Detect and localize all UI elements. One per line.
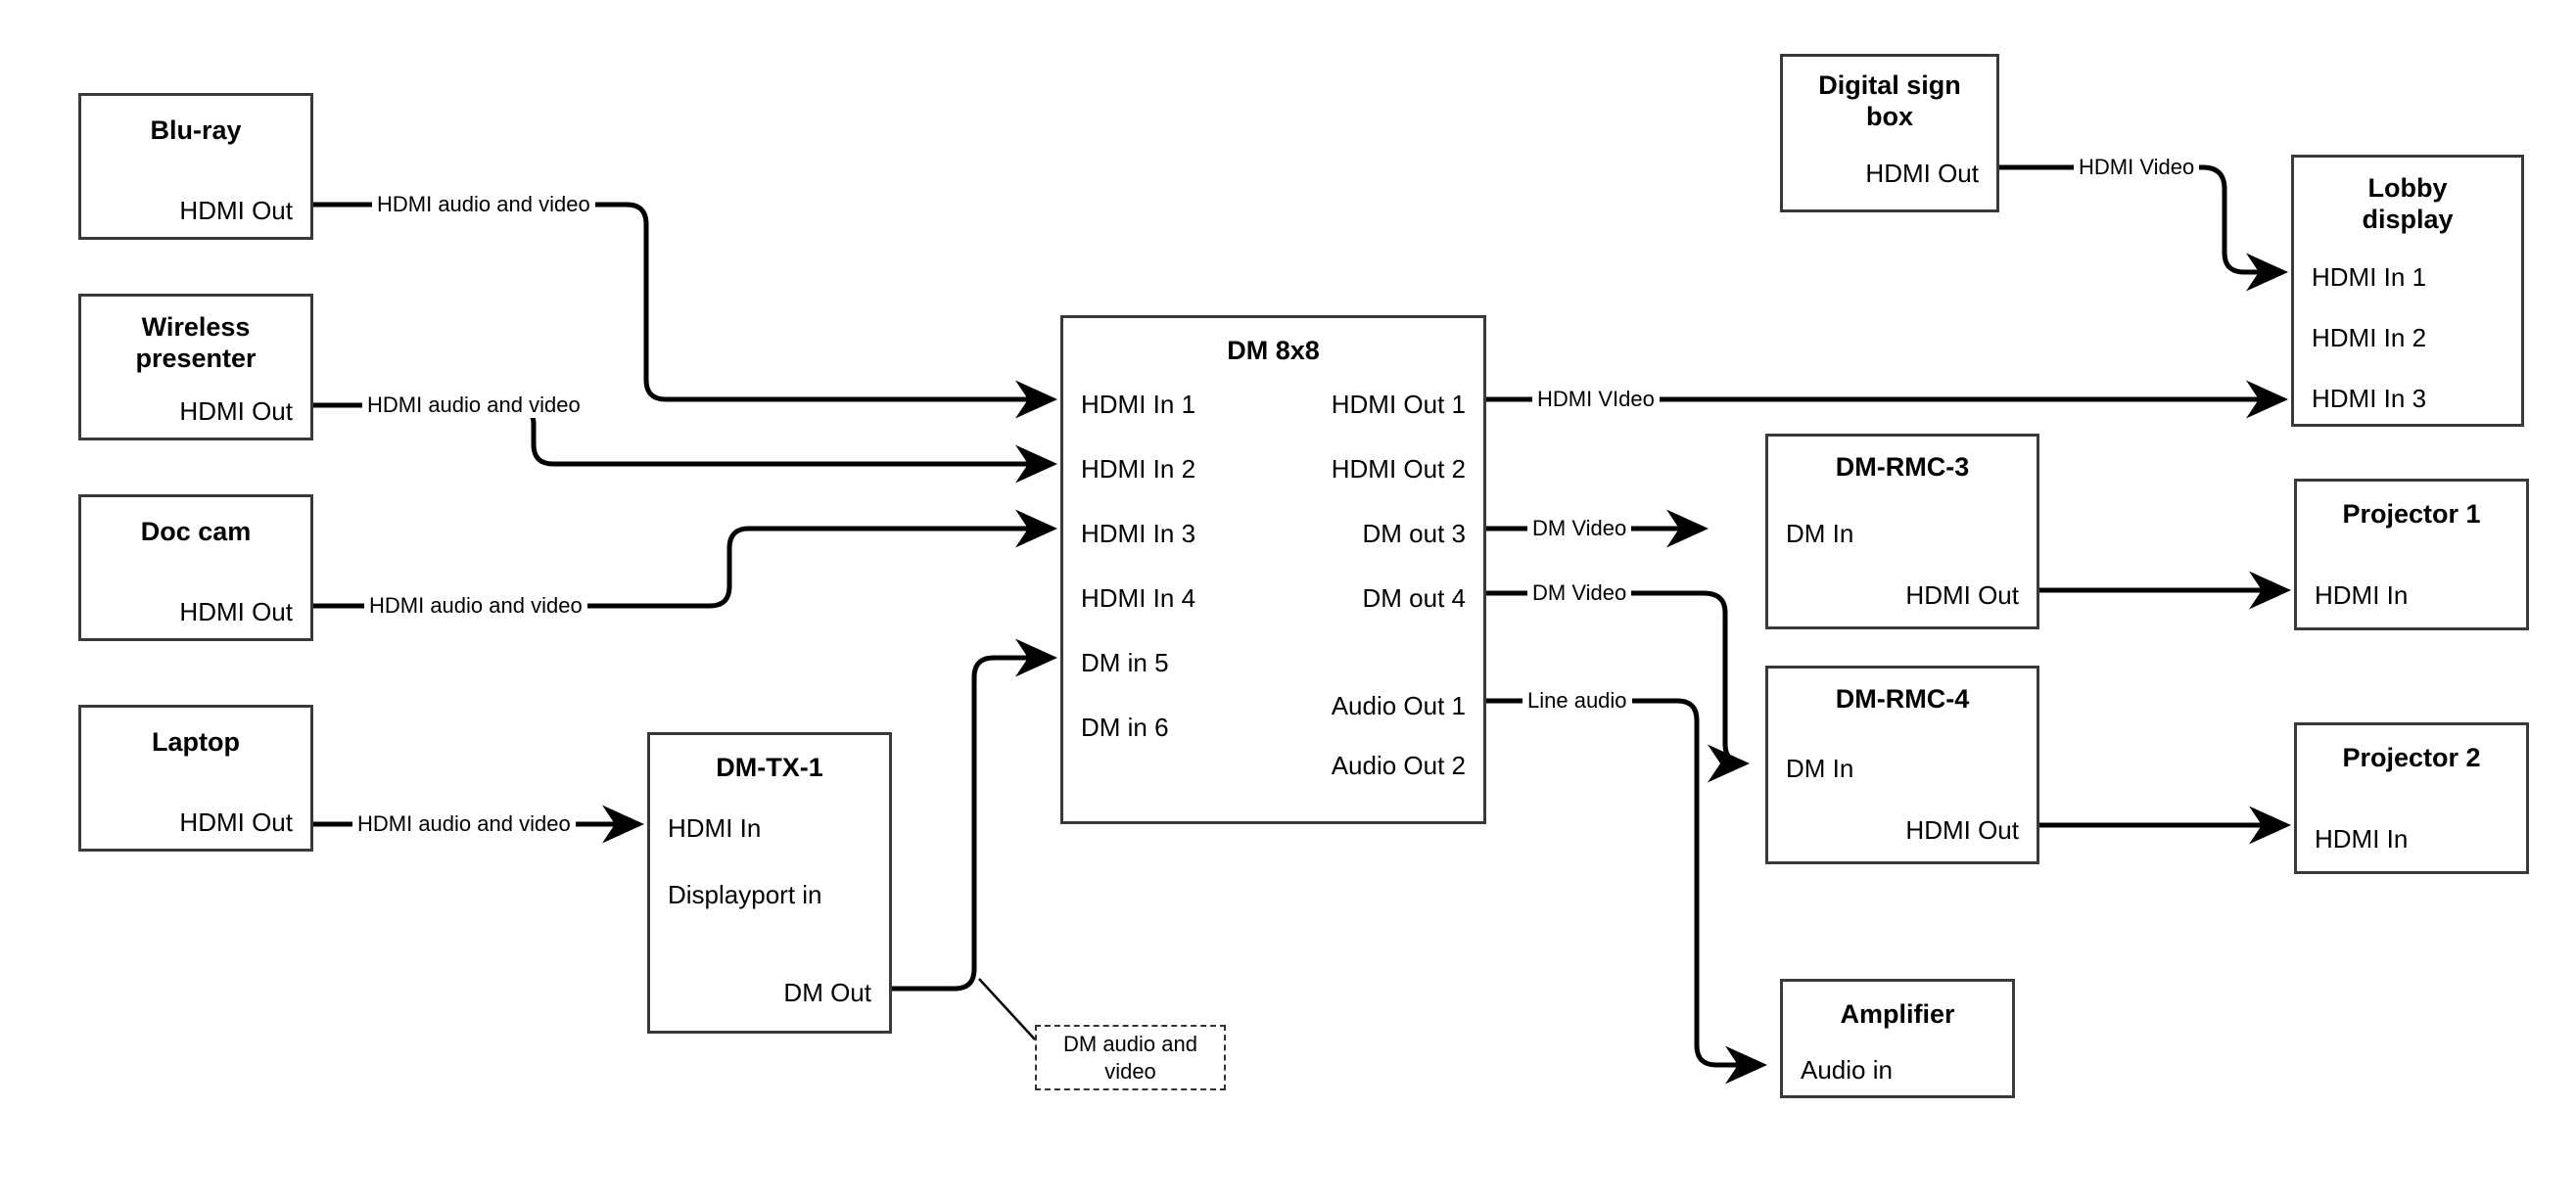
port-hdmi-in-3: HDMI In 3 [2312,384,2427,413]
node-title-line-2: presenter [135,344,257,373]
port-hdmi-in: HDMI In [2315,580,2409,610]
edge-label-signbox-to-lobby: HDMI Video [2074,155,2200,180]
node-title: DM-RMC-4 [1835,684,1970,714]
port-hdmi-out: HDMI Out [1905,815,2019,845]
node-title: Doc cam [140,517,252,546]
edge-label-laptop-to-dmtx: HDMI audio and video [352,811,576,837]
node-dm-tx-1[interactable]: DM-TX-1 HDMI In Displayport in DM Out [647,732,892,1034]
port-hdmi-out: HDMI Out [1865,159,1979,188]
edge-label-dm-out4-to-rmc4: DM Video [1527,580,1632,606]
node-doc-cam[interactable]: Doc cam HDMI Out [78,494,313,641]
node-title: Blu-ray [150,115,242,145]
node-title: DM-RMC-3 [1835,452,1970,482]
node-title: DM 8x8 [1227,336,1320,365]
port-dm-in-5: DM in 5 [1081,648,1169,677]
port-displayport-in: Displayport in [668,880,822,909]
node-title: Laptop [152,727,240,757]
node-digital-sign-box[interactable]: Digital sign box HDMI Out [1780,54,1999,212]
node-title-line-2: display [2362,205,2454,234]
port-hdmi-in: HDMI In [668,813,762,843]
edge-label-doccam-to-hdmi-in3: HDMI audio and video [364,593,587,619]
port-hdmi-in-1: HDMI In 1 [2312,262,2427,292]
node-title-line-2: box [1865,102,1913,131]
edge-label-hdmi-out1-to-lobby: HDMI VIdeo [1532,387,1660,412]
node-projector-2[interactable]: Projector 2 HDMI In [2294,722,2529,874]
wire-audio-out1-to-amplifier [1486,698,1768,1085]
port-hdmi-out: HDMI Out [179,808,293,837]
node-title: Projector 1 [2342,499,2481,529]
node-laptop[interactable]: Laptop HDMI Out [78,705,313,852]
edge-label-audio-out1-to-amplifier: Line audio [1522,688,1632,714]
node-title-line-1: Wireless [141,312,251,342]
port-hdmi-in-3: HDMI In 3 [1081,519,1196,548]
wire-bluray-to-hdmi-in1 [313,202,1058,419]
port-hdmi-out-2: HDMI Out 2 [1331,454,1466,484]
edge-label-wireless-to-hdmi-in2: HDMI audio and video [362,393,585,418]
node-title-line-1: Digital sign [1818,70,1961,100]
port-audio-out-1: Audio Out 1 [1331,691,1466,720]
port-hdmi-out: HDMI Out [179,396,293,426]
node-blu-ray[interactable]: Blu-ray HDMI Out [78,93,313,240]
port-hdmi-in-2: HDMI In 2 [2312,323,2427,352]
port-dm-in-6: DM in 6 [1081,713,1169,742]
port-dm-out: DM Out [783,978,871,1007]
port-hdmi-in-2: HDMI In 2 [1081,454,1196,484]
callout-text: DM audio and video [1063,1032,1197,1084]
port-hdmi-out: HDMI Out [179,196,293,225]
node-wireless-presenter[interactable]: Wireless presenter HDMI Out [78,294,313,440]
node-title: Amplifier [1840,999,1955,1029]
wire-dmtx-to-dm-in5 [892,638,1058,992]
edge-label-bluray-to-hdmi-in1: HDMI audio and video [372,192,595,217]
port-dm-in: DM In [1786,519,1854,548]
port-dm-out-3: DM out 3 [1362,519,1467,548]
edge-label-dm-out3-to-rmc3: DM Video [1527,516,1632,541]
wire-signbox-to-lobby-in1 [1999,164,2289,292]
port-audio-out-2: Audio Out 2 [1331,751,1466,780]
node-amplifier[interactable]: Amplifier Audio in [1780,979,2015,1098]
node-dm-rmc-4[interactable]: DM-RMC-4 DM In HDMI Out [1765,666,2039,864]
callout-leader-line [978,978,1036,1040]
node-title-line-1: Lobby [2367,173,2448,203]
node-title: Projector 2 [2342,743,2481,772]
node-dm-rmc-3[interactable]: DM-RMC-3 DM In HDMI Out [1765,434,2039,629]
port-audio-in: Audio in [1801,1055,1893,1085]
node-lobby-display[interactable]: Lobby display HDMI In 1 HDMI In 2 HDMI I… [2291,155,2524,427]
port-dm-in: DM In [1786,754,1854,783]
port-dm-out-4: DM out 4 [1362,583,1467,613]
port-hdmi-out-1: HDMI Out 1 [1331,390,1466,419]
node-projector-1[interactable]: Projector 1 HDMI In [2294,479,2529,630]
port-hdmi-out: HDMI Out [1905,580,2019,610]
node-title: DM-TX-1 [716,753,823,782]
port-hdmi-in: HDMI In [2315,824,2409,854]
callout-dm-audio-and-video: DM audio and video [1035,1025,1226,1090]
port-hdmi-in-1: HDMI In 1 [1081,390,1196,419]
port-hdmi-in-4: HDMI In 4 [1081,583,1196,613]
node-dm-8x8[interactable]: DM 8x8 HDMI In 1 HDMI In 2 HDMI In 3 HDM… [1060,315,1486,824]
wire-dm-out4-to-rmc4 [1486,590,1750,783]
port-hdmi-out: HDMI Out [179,597,293,626]
